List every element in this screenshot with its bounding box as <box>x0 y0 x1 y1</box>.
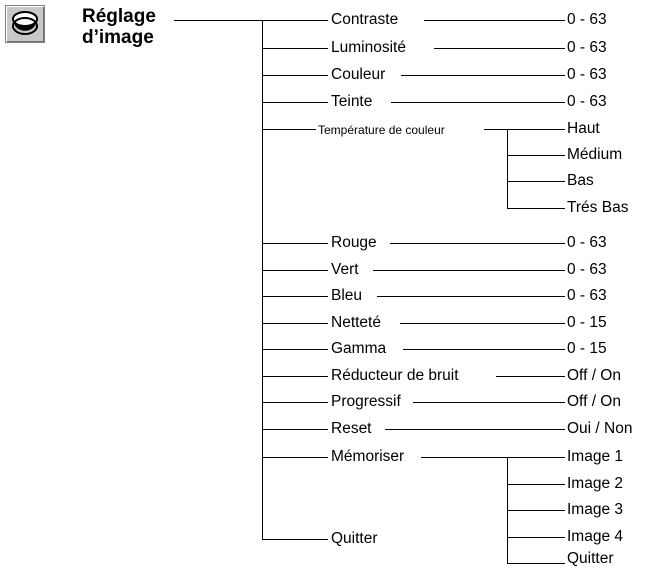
temp-option[interactable]: Bas <box>566 172 595 190</box>
value-line <box>434 48 565 49</box>
mem-branch <box>507 537 565 538</box>
branch-line <box>262 270 328 271</box>
mem-option[interactable]: Image 3 <box>566 501 625 519</box>
menu-item-memoriser[interactable]: Mémoriser <box>330 448 406 466</box>
temp-branch <box>507 181 565 182</box>
value-couleur: 0 - 63 <box>566 66 608 84</box>
menu-item-progressif[interactable]: Progressif <box>330 393 402 411</box>
branch-line <box>262 376 328 377</box>
temp-trunk <box>507 129 508 208</box>
value-line <box>390 243 565 244</box>
menu-item-teinte[interactable]: Teinte <box>330 93 374 111</box>
value-line <box>403 349 565 350</box>
value-contraste: 0 - 63 <box>566 11 608 29</box>
menu-item-contraste[interactable]: Contraste <box>330 11 400 29</box>
menu-item-temperature[interactable]: Température de couleur <box>317 121 446 139</box>
mem-option[interactable]: Image 4 <box>566 528 625 546</box>
value-rouge: 0 - 63 <box>566 234 608 252</box>
branch-line <box>262 48 328 49</box>
branch-line <box>262 20 328 21</box>
menu-item-vert[interactable]: Vert <box>330 261 360 279</box>
value-reducteur: Off / On <box>566 367 622 385</box>
menu-item-gamma[interactable]: Gamma <box>330 340 388 358</box>
temp-branch <box>507 129 565 130</box>
value-nettete: 0 - 15 <box>566 314 608 332</box>
value-line <box>391 102 565 103</box>
mem-option[interactable]: Image 1 <box>566 448 625 466</box>
menu-item-reducteur[interactable]: Réducteur de bruit <box>330 367 460 385</box>
value-line <box>424 20 565 21</box>
temp-option[interactable]: Trés Bas <box>566 199 630 217</box>
branch-line <box>262 129 316 130</box>
menu-item-reset[interactable]: Reset <box>330 420 373 438</box>
mem-branch <box>507 457 565 458</box>
value-line <box>385 429 565 430</box>
branch-line <box>262 349 328 350</box>
value-line <box>496 376 565 377</box>
mem-option[interactable]: Image 2 <box>566 475 625 493</box>
menu-title-line1: Réglage <box>82 6 156 27</box>
temp-option[interactable]: Haut <box>566 120 601 138</box>
value-line <box>377 296 565 297</box>
branch-line <box>262 539 328 540</box>
branch-line <box>262 296 328 297</box>
mem-branch <box>507 563 565 564</box>
value-bleu: 0 - 63 <box>566 287 608 305</box>
value-vert: 0 - 63 <box>566 261 608 279</box>
value-reset: Oui / Non <box>566 420 634 438</box>
value-progressif: Off / On <box>566 393 622 411</box>
branch-line <box>262 457 328 458</box>
value-line <box>413 402 565 403</box>
image-adjust-icon <box>5 5 45 43</box>
menu-item-quitter[interactable]: Quitter <box>330 530 379 548</box>
mem-option[interactable]: Quitter <box>566 550 615 568</box>
branch-line <box>262 323 328 324</box>
mem-branch <box>507 484 565 485</box>
menu-item-couleur[interactable]: Couleur <box>330 66 387 84</box>
temp-branch <box>507 155 565 156</box>
menu-title-line2: d’image <box>82 27 154 48</box>
value-gamma: 0 - 15 <box>566 340 608 358</box>
value-line <box>400 323 565 324</box>
connector-root <box>174 20 262 21</box>
branch-line <box>262 75 328 76</box>
value-luminosite: 0 - 63 <box>566 39 608 57</box>
value-line <box>401 75 565 76</box>
branch-line <box>262 102 328 103</box>
mem-branch <box>507 510 565 511</box>
menu-item-rouge[interactable]: Rouge <box>330 234 378 252</box>
value-teinte: 0 - 63 <box>566 93 608 111</box>
menu-item-luminosite[interactable]: Luminosité <box>330 39 407 57</box>
mem-connector <box>421 457 507 458</box>
temp-branch <box>507 208 565 209</box>
branch-line <box>262 429 328 430</box>
menu-item-bleu[interactable]: Bleu <box>330 287 364 305</box>
value-line <box>373 270 565 271</box>
temp-option[interactable]: Médium <box>566 146 624 164</box>
menu-item-nettete[interactable]: Netteté <box>330 314 382 332</box>
connector-trunk <box>262 20 263 539</box>
temp-connector <box>484 129 507 130</box>
branch-line <box>262 243 328 244</box>
branch-line <box>262 402 328 403</box>
